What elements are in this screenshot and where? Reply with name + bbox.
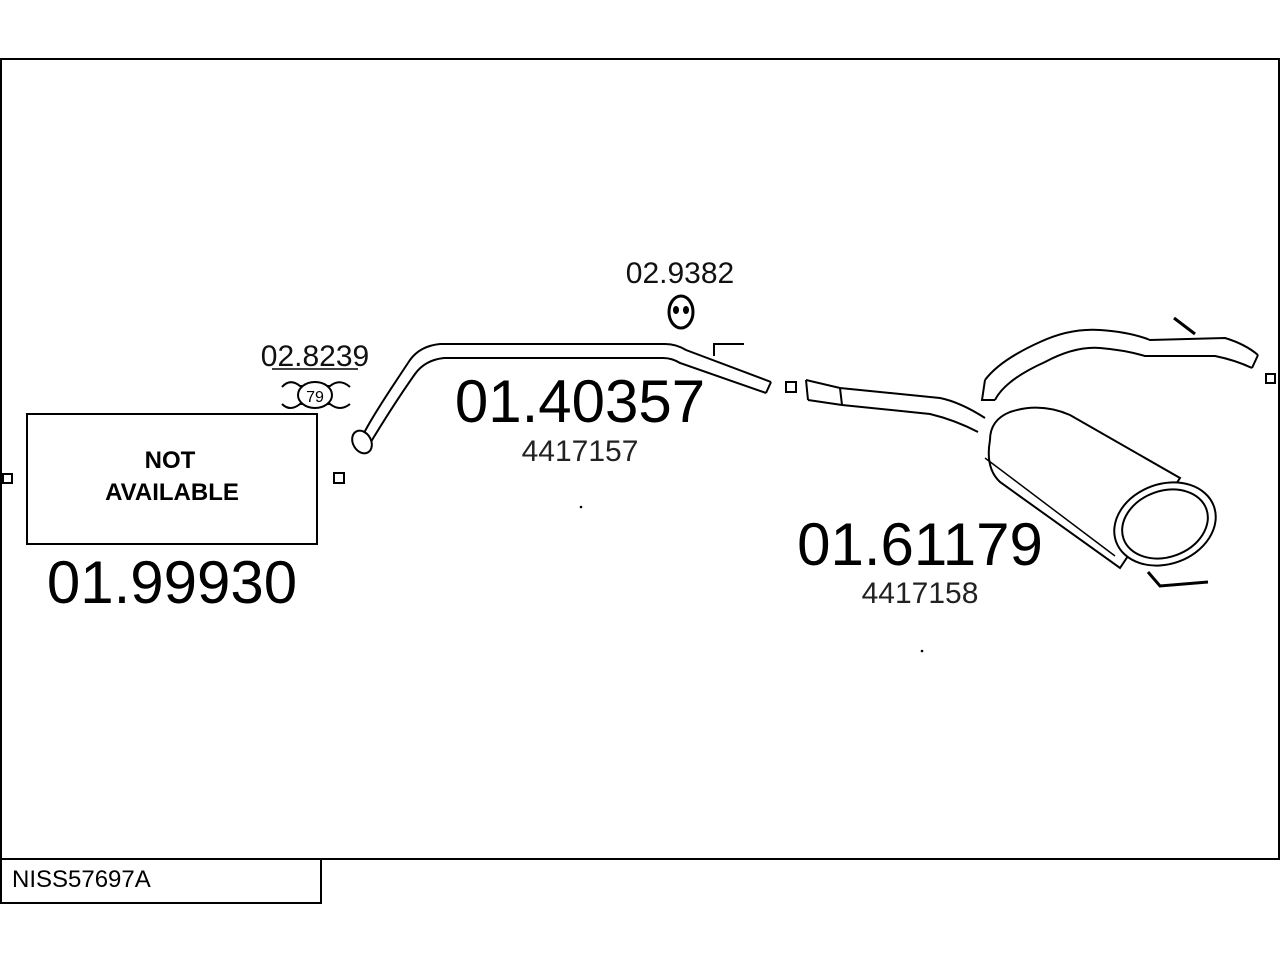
pipe-outlet-end	[765, 381, 772, 394]
silencer-bottom-hanger-bracket	[1146, 571, 1209, 588]
silencer-inlet-pipe-bottom	[807, 399, 979, 433]
pipe-inlet-flange-icon	[351, 429, 373, 455]
pipe-inner-edge	[365, 357, 767, 451]
silencer-rear-pipe-bottom	[994, 346, 1253, 401]
joint-marker-1	[333, 472, 345, 484]
silencer-inlet-sleeve	[805, 379, 843, 406]
silencer-top-hanger-bracket	[1173, 316, 1196, 336]
diagram-code: NISS57697A	[12, 866, 151, 893]
part-number-01-99930: 01.99930	[47, 549, 297, 616]
diagram-frame	[0, 58, 1280, 860]
not-available-line-2: AVAILABLE	[105, 479, 239, 506]
hanger-part-number: 02.9382	[626, 257, 734, 290]
clamp-size-label: 79	[306, 389, 324, 406]
clamp-ring-icon	[297, 381, 333, 409]
rubber-hanger-icon	[667, 294, 695, 330]
clamp-part-number: 02.8239	[261, 340, 369, 373]
connector-marker-left	[2, 473, 13, 484]
tailpipe-end	[1251, 354, 1259, 369]
part-01-61179[interactable]: 01.61179 4417158	[797, 316, 1259, 610]
oe-number-4417158: 4417158	[862, 577, 979, 610]
pipe-hanger-bracket	[713, 343, 744, 356]
oe-number-4417157: 4417157	[522, 435, 639, 468]
silencer-end-cap-rim	[1121, 488, 1209, 560]
part-number-01-61179: 01.61179	[797, 511, 1043, 578]
silencer-body-seam	[984, 457, 1116, 557]
silencer-rear-pipe-bend	[980, 379, 995, 401]
part-not-available[interactable]: NOT AVAILABLE 01.99930	[26, 413, 318, 616]
dot-marker-1	[579, 505, 583, 509]
clamp-02-8239[interactable]: 02.8239 79	[261, 340, 369, 409]
silencer-inlet-pipe-top	[805, 379, 986, 419]
part-01-40357[interactable]: 01.40357 4417157	[348, 343, 772, 468]
connector-marker-right	[1265, 373, 1276, 384]
joint-marker-2	[785, 381, 797, 393]
not-available-box	[26, 413, 318, 545]
diagram-code-box: NISS57697A	[0, 860, 322, 904]
not-available-line-1: NOT	[145, 447, 196, 474]
hanger-hole-left	[673, 306, 679, 314]
part-number-01-40357: 01.40357	[455, 368, 705, 435]
silencer-rear-pipe-top	[984, 328, 1259, 381]
hanger-02-9382[interactable]: 02.9382	[626, 257, 734, 330]
hanger-hole-right	[683, 306, 689, 314]
dot-marker-2	[920, 649, 924, 653]
pipe-outer-edge	[361, 343, 772, 438]
silencer-end-cap	[1113, 481, 1217, 567]
